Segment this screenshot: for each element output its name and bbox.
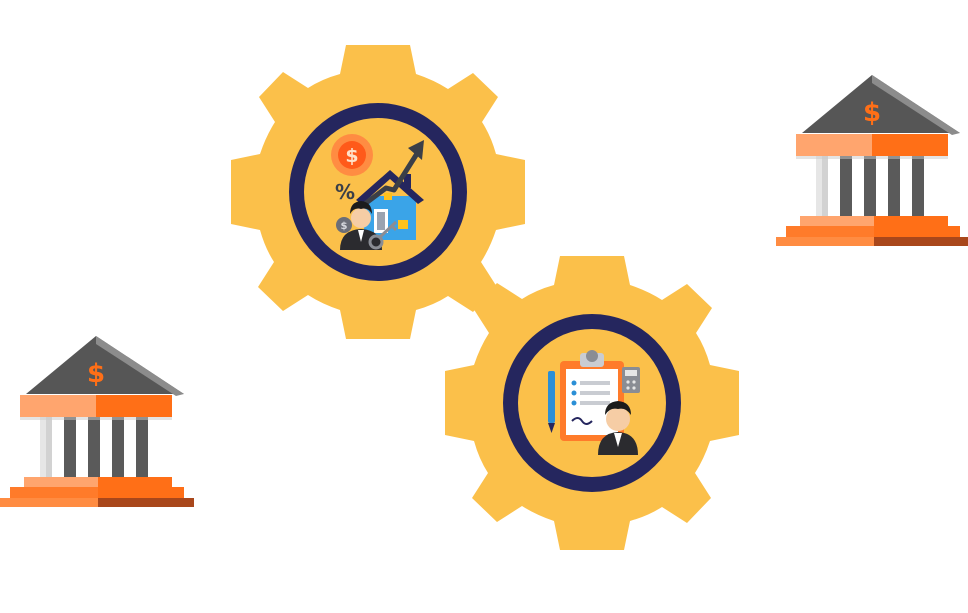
gear-lower — [445, 256, 739, 550]
real-estate-growth-icon: $ % $ — [331, 134, 424, 250]
small-coin-dollar-glyph: $ — [341, 221, 348, 232]
bank-left-dollar-glyph: $ — [87, 359, 105, 389]
gear-upper: $ % $ — [231, 45, 525, 339]
percent-glyph: % — [335, 180, 355, 204]
loan-application-icon — [548, 350, 640, 455]
coin-dollar-glyph: $ — [345, 145, 358, 167]
bank-building-left-icon: $ — [0, 336, 194, 507]
bank-building-right-icon: $ — [776, 75, 968, 246]
bank-right-dollar-glyph: $ — [863, 98, 881, 128]
